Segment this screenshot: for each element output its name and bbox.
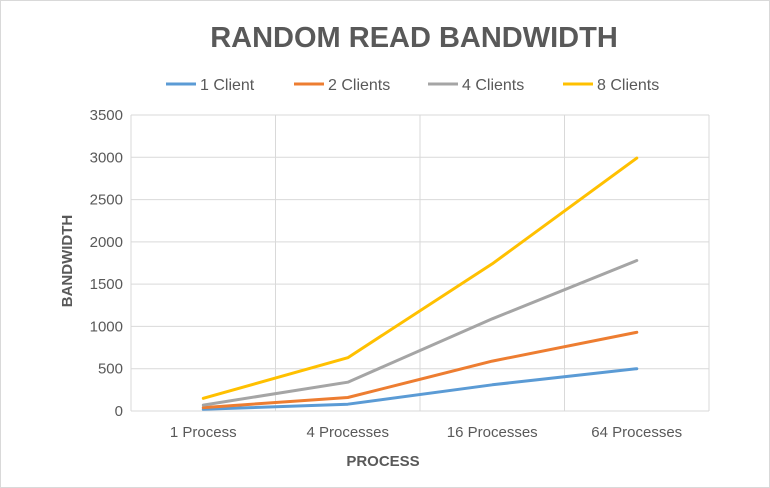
y-tick-label: 2500 [90, 192, 123, 209]
legend-label: 8 Clients [597, 77, 659, 94]
x-tick-label: 16 Processes [447, 424, 538, 441]
legend-item-8-clients: 8 Clients [563, 77, 659, 94]
y-tick-label: 1000 [90, 318, 123, 335]
chart-title: RANDOM READ BANDWIDTH [210, 22, 618, 54]
y-tick-label: 0 [115, 403, 123, 420]
legend-item-1-client: 1 Client [166, 77, 255, 94]
y-tick-label: 3000 [90, 149, 123, 166]
legend-label: 2 Clients [328, 77, 390, 94]
x-axis-ticks: 1 Process 4 Processes 16 Processes 64 Proce… [170, 424, 682, 441]
x-tick-label: 1 Process [170, 424, 237, 441]
legend-label: 4 Clients [462, 77, 524, 94]
series-line-2-clients [201, 330, 639, 410]
x-tick-label: 64 Processes [591, 424, 682, 441]
y-axis-title: BANDWIDTH [59, 215, 76, 307]
series-line-1-client [201, 367, 639, 411]
y-axis-ticks: 0 500 1000 1500 2000 2500 3000 3500 [90, 107, 123, 420]
x-axis-title: PROCESS [346, 453, 419, 470]
series-line-4-clients [201, 259, 639, 407]
y-tick-label: 1500 [90, 276, 123, 293]
y-tick-label: 3500 [90, 107, 123, 124]
legend-item-4-clients: 4 Clients [428, 77, 524, 94]
y-tick-label: 500 [98, 361, 123, 378]
y-tick-label: 2000 [90, 234, 123, 251]
series-lines [201, 156, 639, 411]
legend: 1 Client 2 Clients 4 Clients 8 Clients [166, 77, 659, 94]
gridlines [130, 114, 710, 412]
x-tick-label: 4 Processes [306, 424, 389, 441]
legend-label: 1 Client [200, 77, 255, 94]
series-line-8-clients [201, 156, 639, 400]
legend-item-2-clients: 2 Clients [294, 77, 390, 94]
